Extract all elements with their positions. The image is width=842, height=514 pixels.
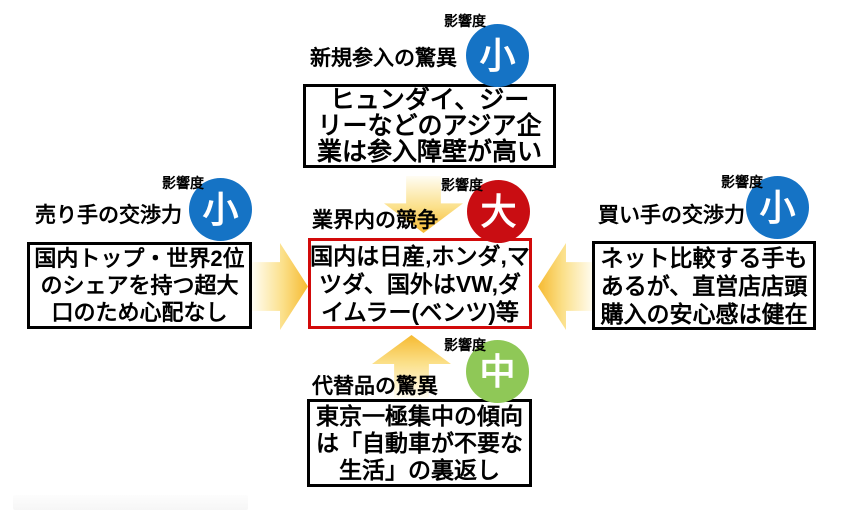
note-box-suppliers: 国内トップ・世界2位 のシェアを持つ超大 口のため心配なし xyxy=(27,242,252,329)
influence-degree-label: 影響度 xyxy=(162,175,204,191)
note-line: 国内は日産,ホンダ,マ xyxy=(310,242,530,269)
note-line: 購入の安心感は健在 xyxy=(600,300,808,327)
note-line: 国内トップ・世界2位 xyxy=(34,246,245,271)
note-line: ネット比較する手も xyxy=(600,244,808,271)
note-line: 業は参入障壁が高い xyxy=(316,138,542,166)
note-line: リーなどのアジア企 xyxy=(317,112,542,140)
influence-degree-label: 影響度 xyxy=(444,13,486,29)
note-line: のシェアを持つ超大 xyxy=(40,273,239,298)
note-line: あるが、直営店店頭 xyxy=(600,272,808,299)
impact-badge-buyers: 小 xyxy=(746,176,809,239)
left-arrow-icon xyxy=(538,243,594,330)
impact-badge-new-entrants: 小 xyxy=(466,24,529,87)
force-title-suppliers: 売り手の交渉力 xyxy=(35,204,182,227)
note-box-buyers: ネット比較する手も あるが、直営店店頭 購入の安心感は健在 xyxy=(592,241,816,330)
note-line: イムラー(ベンツ)等 xyxy=(321,298,519,325)
influence-degree-label: 影響度 xyxy=(444,337,486,353)
force-title-buyers: 買い手の交渉力 xyxy=(598,204,745,227)
influence-degree-label: 影響度 xyxy=(441,177,483,193)
note-box-rivalry: 国内は日産,ホンダ,マ ツダ、国外はVW,ダ イムラー(ベンツ)等 xyxy=(308,238,532,329)
impact-badge-rivalry: 大 xyxy=(467,180,530,243)
note-line: 東京一極集中の傾向 xyxy=(316,402,523,429)
force-title-substitutes: 代替品の驚異 xyxy=(312,375,438,398)
note-line: 口のため心配なし xyxy=(51,300,228,325)
impact-badge-suppliers: 小 xyxy=(189,178,252,241)
note-line: は「自動車が不要な xyxy=(316,429,523,456)
faint-edge-artifact xyxy=(13,495,248,510)
note-box-substitutes: 東京一極集中の傾向 は「自動車が不要な 生活」の裏返し xyxy=(307,399,532,487)
force-title-new-entrants: 新規参入の驚異 xyxy=(310,47,457,70)
note-line: 生活」の裏返し xyxy=(339,456,500,483)
influence-degree-label: 影響度 xyxy=(721,174,763,190)
right-arrow-icon xyxy=(252,243,308,330)
force-title-rivalry: 業界内の競争 xyxy=(312,209,438,232)
note-line: ツダ、国外はVW,ダ xyxy=(318,270,522,297)
note-line: ヒュンダイ、ジー xyxy=(329,86,530,114)
note-box-new-entrants: ヒュンダイ、ジー リーなどのアジア企 業は参入障壁が高い xyxy=(303,84,556,168)
impact-badge-substitutes: 中 xyxy=(466,340,529,403)
